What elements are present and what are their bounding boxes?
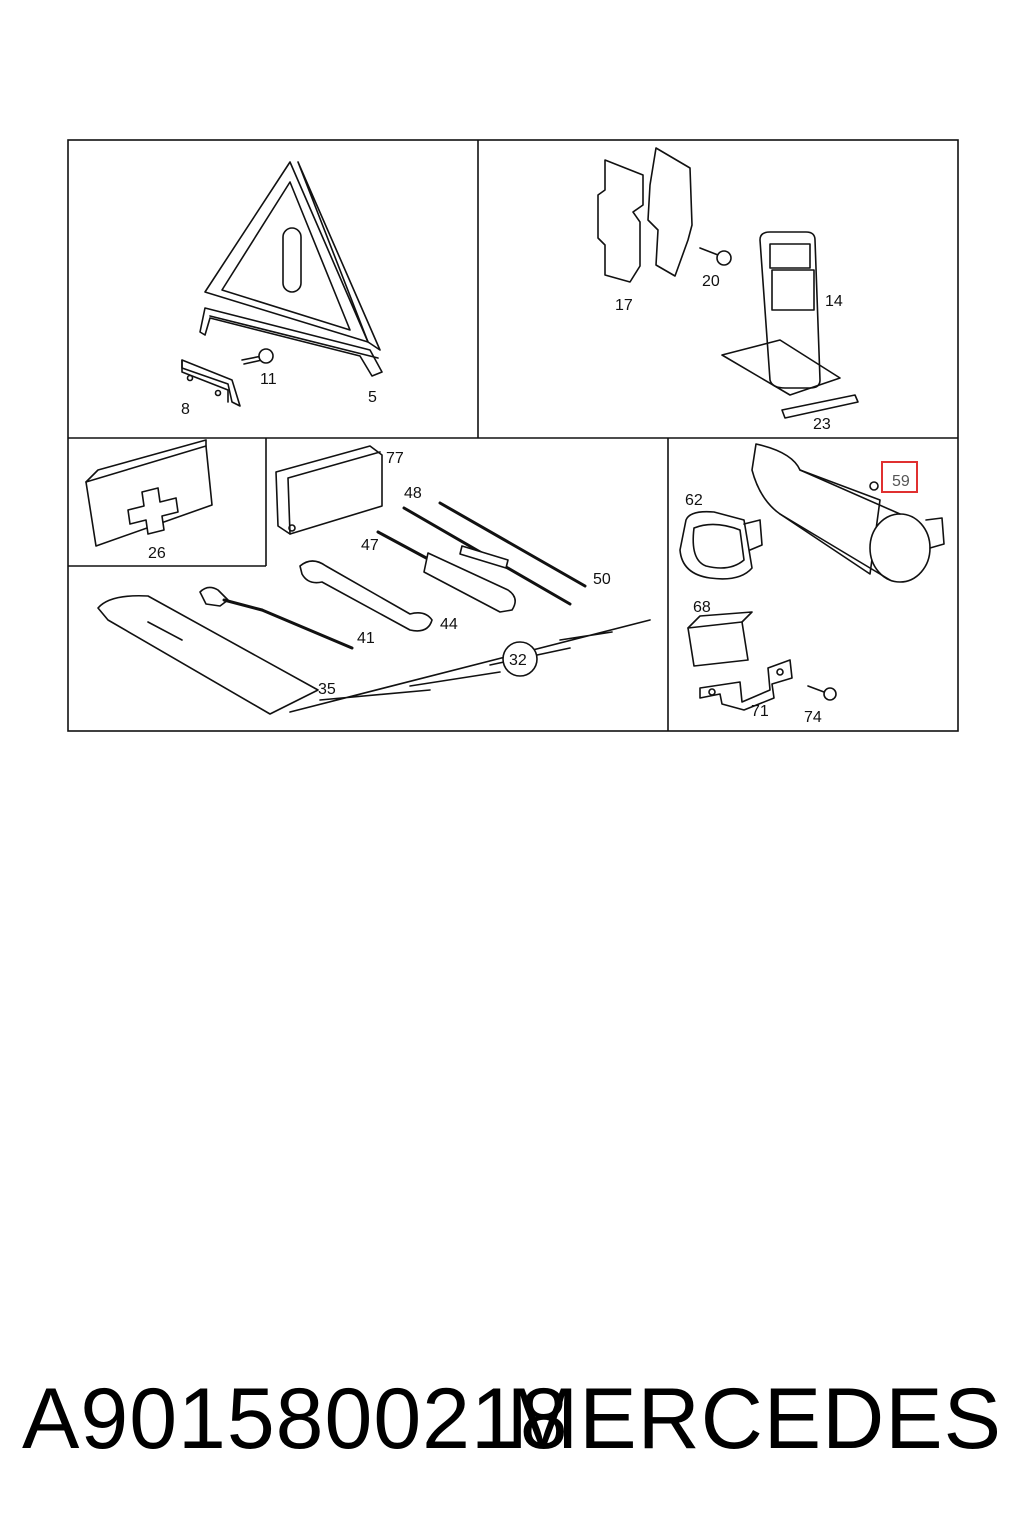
spacer-bar-icon (781, 394, 859, 419)
warning-triangle-icon (199, 161, 383, 377)
callout-11: 11 (260, 371, 277, 388)
mounting-clamp-icon (679, 510, 763, 580)
callout-20: 20 (702, 273, 720, 290)
warning-lamp-icon (721, 231, 841, 396)
wheel-wrench-icon (199, 586, 354, 650)
callout-48: 48 (404, 485, 422, 502)
rubber-block-icon (687, 611, 753, 667)
callout-32-circle (502, 641, 538, 677)
callout-77: 77 (386, 450, 404, 467)
strap-bracket-icon (699, 659, 793, 711)
callout-23: 23 (813, 416, 831, 433)
screw-icon (241, 348, 274, 365)
callout-41: 41 (357, 630, 375, 647)
callout-74: 74 (804, 709, 822, 726)
callout-14: 14 (825, 293, 843, 310)
callout-32: 32 (509, 652, 527, 669)
screw-icon (699, 247, 732, 266)
callout-62: 62 (685, 492, 703, 509)
part-number: A9015800218 (22, 1371, 569, 1467)
callout-35: 35 (318, 681, 336, 698)
callout-71: 71 (751, 703, 769, 720)
footer: A9015800218 MERCEDES (0, 1370, 1024, 1480)
callout-8: 8 (181, 401, 190, 418)
brand-name: MERCEDES (506, 1371, 1002, 1467)
callout-26: 26 (148, 545, 166, 562)
callout-68: 68 (693, 599, 711, 616)
callout-50: 50 (593, 571, 611, 588)
panel-frames (67, 139, 959, 732)
fire-extinguisher-icon (751, 443, 945, 583)
callout-5: 5 (368, 389, 377, 406)
highlight-box (881, 461, 918, 493)
highlighted-callout[interactable]: 59 (881, 461, 918, 493)
first-aid-kit-icon (85, 439, 213, 547)
callout-17: 17 (615, 297, 633, 314)
wrench-icon (299, 560, 433, 632)
tool-bag-icon (97, 594, 651, 715)
extension-rods-icon (402, 501, 587, 606)
callout-47: 47 (361, 537, 379, 554)
screw-icon (807, 685, 837, 701)
callout-59: 59 (892, 473, 910, 490)
bracket-icon (181, 359, 241, 407)
screwdriver-icon (376, 530, 516, 613)
callout-labels: 5 8 11 14 17 20 23 26 32 35 41 44 47 48 … (148, 273, 843, 726)
mounting-plates-icon (597, 147, 693, 283)
parts-diagram: 5 8 11 14 17 20 23 26 32 35 41 44 47 48 … (67, 139, 959, 732)
callout-44: 44 (440, 616, 458, 633)
tool-wallet-icon (275, 445, 383, 535)
